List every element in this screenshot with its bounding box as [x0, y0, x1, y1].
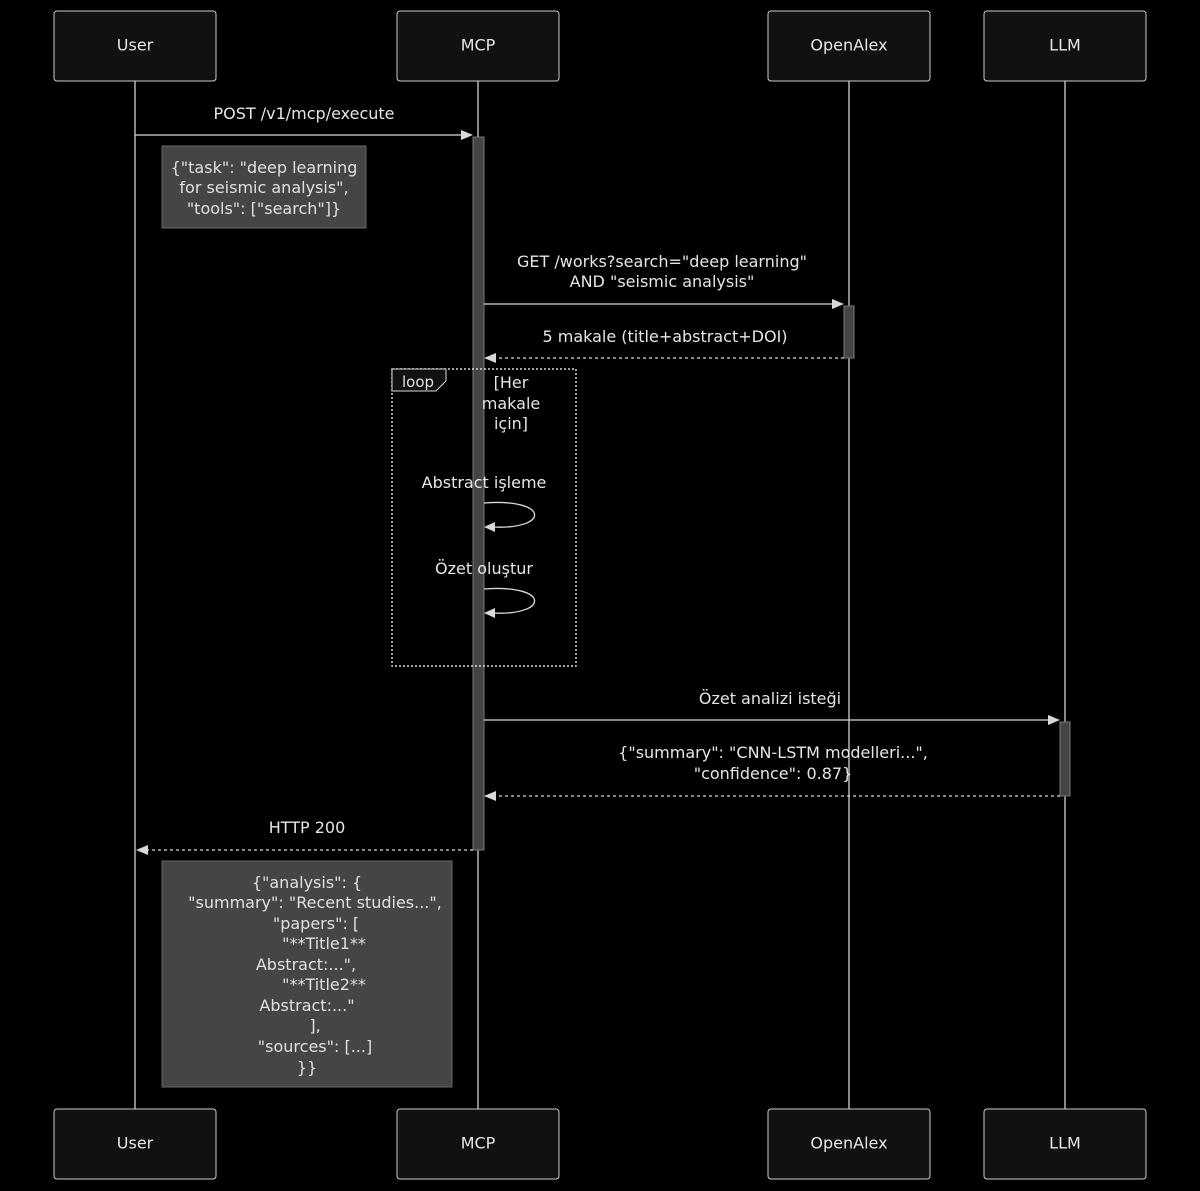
- actor-label: OpenAlex: [810, 1134, 887, 1153]
- note-line: {"analysis": {: [252, 873, 362, 892]
- arrowhead: [484, 353, 496, 363]
- message-summary-analysis-request: Özet analizi isteği: [484, 689, 1060, 725]
- activation-llm: [1059, 721, 1071, 797]
- message-llm-response: {"summary": "CNN-LSTM modelleri...", "co…: [484, 743, 1060, 801]
- actor-label: User: [117, 36, 154, 55]
- actor-label: MCP: [461, 36, 496, 55]
- actor-llm-bottom: LLM: [983, 1108, 1147, 1180]
- note-line: {"task": "deep learning: [171, 158, 358, 177]
- message-label: Abstract işleme: [422, 473, 547, 492]
- note-line: Abstract:...": [259, 996, 354, 1015]
- actor-openalex-bottom: OpenAlex: [767, 1108, 931, 1180]
- loop-condition: makale: [482, 394, 540, 413]
- loop-tag: [391, 368, 447, 392]
- actor-mcp-bottom: MCP: [396, 1108, 560, 1180]
- note-request-body: {"task": "deep learning for seismic anal…: [161, 145, 367, 229]
- message-label: POST /v1/mcp/execute: [213, 104, 394, 123]
- message-post-execute: POST /v1/mcp/execute: [135, 104, 473, 140]
- arrowhead: [1048, 715, 1060, 725]
- activation-mcp: [472, 136, 485, 851]
- arrowhead: [832, 299, 844, 309]
- actor-label: MCP: [461, 1134, 496, 1153]
- note-line: "**Title1**: [282, 934, 366, 953]
- actor-openalex-top: OpenAlex: [767, 10, 931, 82]
- arrowhead: [484, 522, 495, 532]
- arrowhead: [484, 791, 496, 801]
- loop-condition: [Her: [494, 373, 529, 392]
- activation-openalex: [843, 305, 855, 359]
- message-label: "confidence": 0.87}: [694, 764, 853, 783]
- message-label: GET /works?search="deep learning": [517, 252, 807, 271]
- message-label: 5 makale (title+abstract+DOI): [542, 327, 787, 346]
- message-abstract-processing: Abstract işleme: [422, 473, 547, 532]
- message-label: {"summary": "CNN-LSTM modelleri...",: [618, 743, 928, 762]
- arrowhead: [484, 608, 495, 618]
- actor-llm-top: LLM: [983, 10, 1147, 82]
- loop-condition: için]: [494, 414, 528, 433]
- note-line: Abstract:...",: [256, 955, 356, 974]
- actor-user-bottom: User: [53, 1108, 217, 1180]
- message-label: Özet oluştur: [435, 559, 533, 578]
- note-line: ],: [309, 1016, 320, 1035]
- actor-user-top: User: [53, 10, 217, 82]
- note-line: "papers": [: [273, 914, 359, 933]
- message-get-works: GET /works?search="deep learning" AND "s…: [484, 252, 844, 309]
- note-line: "tools": ["search"]}: [187, 199, 341, 218]
- message-label: Özet analizi isteği: [699, 689, 841, 708]
- note-line: for seismic analysis",: [179, 178, 348, 197]
- actor-label: OpenAlex: [810, 36, 887, 55]
- note-line: "**Title2**: [282, 975, 366, 994]
- actor-label: LLM: [1049, 1134, 1081, 1153]
- arrowhead: [461, 130, 473, 140]
- message-label: AND "seismic analysis": [570, 272, 755, 291]
- note-line: "summary": "Recent studies...",: [188, 893, 442, 912]
- actor-label: LLM: [1049, 36, 1081, 55]
- note-line: "sources": [...]: [258, 1037, 372, 1056]
- message-label: HTTP 200: [269, 818, 346, 837]
- note-response-body: {"analysis": { "summary": "Recent studie…: [161, 860, 453, 1088]
- arrowhead: [136, 845, 148, 855]
- message-papers-response: 5 makale (title+abstract+DOI): [484, 327, 844, 363]
- message-create-summary: Özet oluştur: [435, 559, 536, 618]
- loop-label: loop: [402, 373, 434, 391]
- message-http-200: HTTP 200: [136, 818, 473, 855]
- actor-mcp-top: MCP: [396, 10, 560, 82]
- actor-label: User: [117, 1134, 154, 1153]
- loop-frame: loop [Her makale için]: [391, 368, 577, 667]
- note-line: }}: [297, 1058, 317, 1077]
